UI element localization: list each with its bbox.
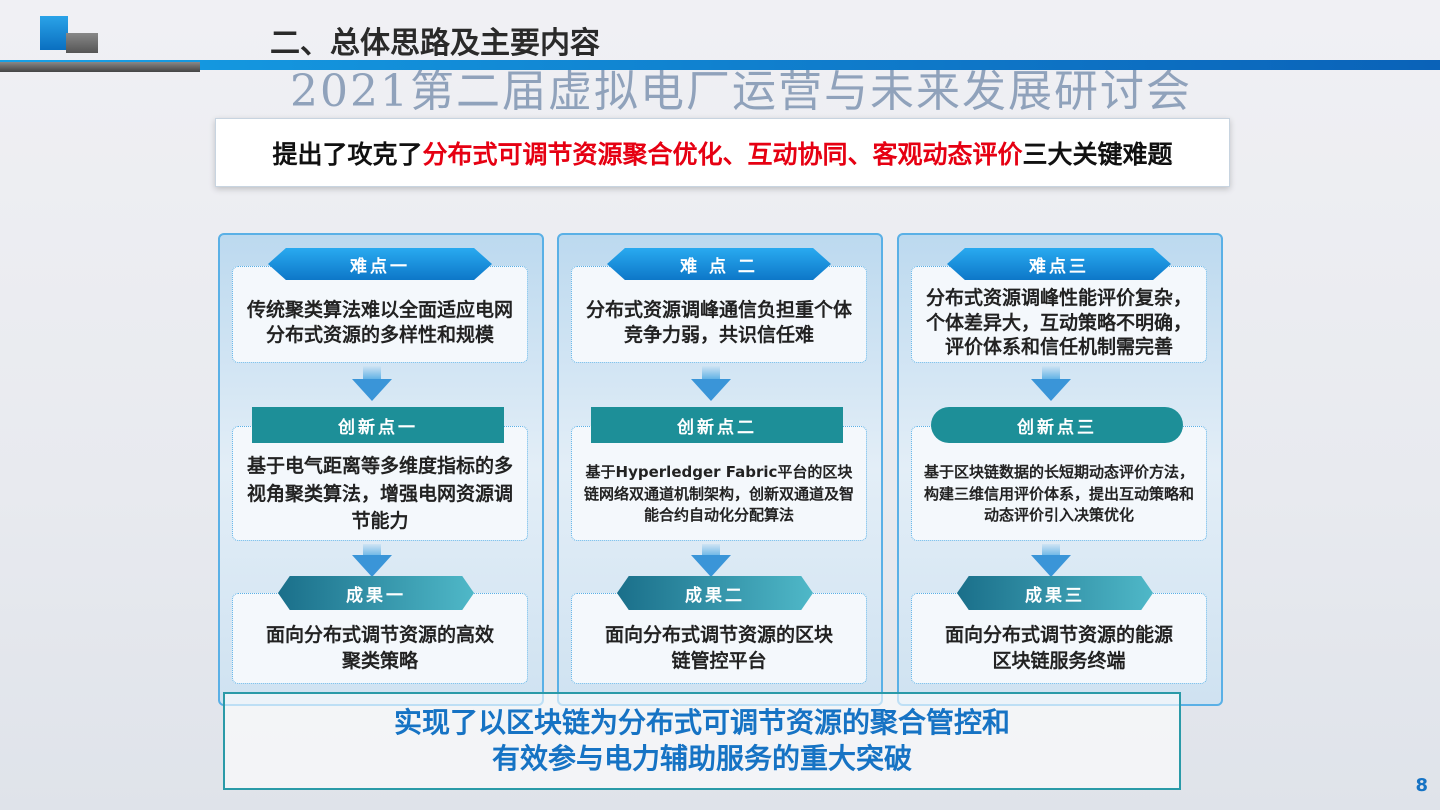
- column-3: 分布式资源调峰性能评价复杂，个体差异大，互动策略不明确，评价体系和信任机制需完善…: [897, 233, 1223, 706]
- headline-box: 提出了攻克了分布式可调节资源聚合优化、互动协同、客观动态评价三大关键难题: [215, 118, 1230, 187]
- headline-suffix: 三大关键难题: [1022, 139, 1173, 169]
- innovation-text: 基于区块链数据的长短期动态评价方法，构建三维信用评价体系，提出互动策略和动态评价…: [911, 426, 1207, 541]
- difficulty-label: 难 点 二: [607, 248, 831, 280]
- result-label: 成果一: [278, 576, 474, 610]
- watermark: 2021第二届虚拟电厂运营与未来发展研讨会: [290, 66, 1192, 117]
- headline-highlight: 分布式可调节资源聚合优化、互动协同、客观动态评价: [422, 139, 1023, 169]
- difficulty-text: 传统聚类算法难以全面适应电网分布式资源的多样性和规模: [232, 266, 528, 363]
- arrow-down-icon: [352, 379, 392, 401]
- logo-icon: [40, 16, 68, 50]
- headline-prefix: 提出了攻克了: [272, 139, 423, 169]
- arrow-down-icon: [1031, 555, 1071, 577]
- logo-icon-secondary: [66, 33, 98, 53]
- result-text: 面向分布式调节资源的高效聚类策略: [232, 593, 528, 684]
- difficulty-text: 分布式资源调峰性能评价复杂，个体差异大，互动策略不明确，评价体系和信任机制需完善: [911, 266, 1207, 363]
- column-2: 分布式资源调峰通信负担重个体竞争力弱，共识信任难 难 点 二 基于Hyperle…: [557, 233, 883, 706]
- result-text: 面向分布式调节资源的能源区块链服务终端: [911, 593, 1207, 684]
- arrow-down-icon: [1031, 379, 1071, 401]
- difficulty-label: 难点三: [947, 248, 1171, 280]
- header-bar-accent: [0, 62, 200, 72]
- header-bar: [0, 60, 1440, 70]
- result-label: 成果二: [617, 576, 813, 610]
- innovation-label: 创新点二: [591, 407, 843, 443]
- arrow-icon: [1042, 366, 1060, 380]
- page-title: 二、总体思路及主要内容: [270, 26, 600, 61]
- arrow-icon: [363, 366, 381, 380]
- conclusion-line-2: 有效参与电力辅助服务的重大突破: [491, 742, 912, 775]
- conclusion-line-1: 实现了以区块链为分布式可调节资源的聚合管控和: [393, 705, 1010, 739]
- conclusion-box: 实现了以区块链为分布式可调节资源的聚合管控和 有效参与电力辅助服务的重大突破: [223, 692, 1181, 790]
- page-number: 8: [1415, 775, 1428, 796]
- innovation-label: 创新点一: [252, 407, 504, 443]
- column-1: 传统聚类算法难以全面适应电网分布式资源的多样性和规模 难点一 基于电气距离等多维…: [218, 233, 544, 706]
- result-label: 成果三: [957, 576, 1153, 610]
- arrow-down-icon: [352, 555, 392, 577]
- arrow-icon: [1042, 544, 1060, 558]
- difficulty-label: 难点一: [268, 248, 492, 280]
- arrow-icon: [702, 544, 720, 558]
- arrow-down-icon: [691, 555, 731, 577]
- arrow-down-icon: [691, 379, 731, 401]
- innovation-label: 创新点三: [931, 407, 1183, 443]
- difficulty-text: 分布式资源调峰通信负担重个体竞争力弱，共识信任难: [571, 266, 867, 363]
- innovation-text: 基于Hyperledger Fabric平台的区块链网络双通道机制架构，创新双通…: [571, 426, 867, 541]
- innovation-text: 基于电气距离等多维度指标的多视角聚类算法，增强电网资源调节能力: [232, 426, 528, 541]
- arrow-icon: [363, 544, 381, 558]
- arrow-icon: [702, 366, 720, 380]
